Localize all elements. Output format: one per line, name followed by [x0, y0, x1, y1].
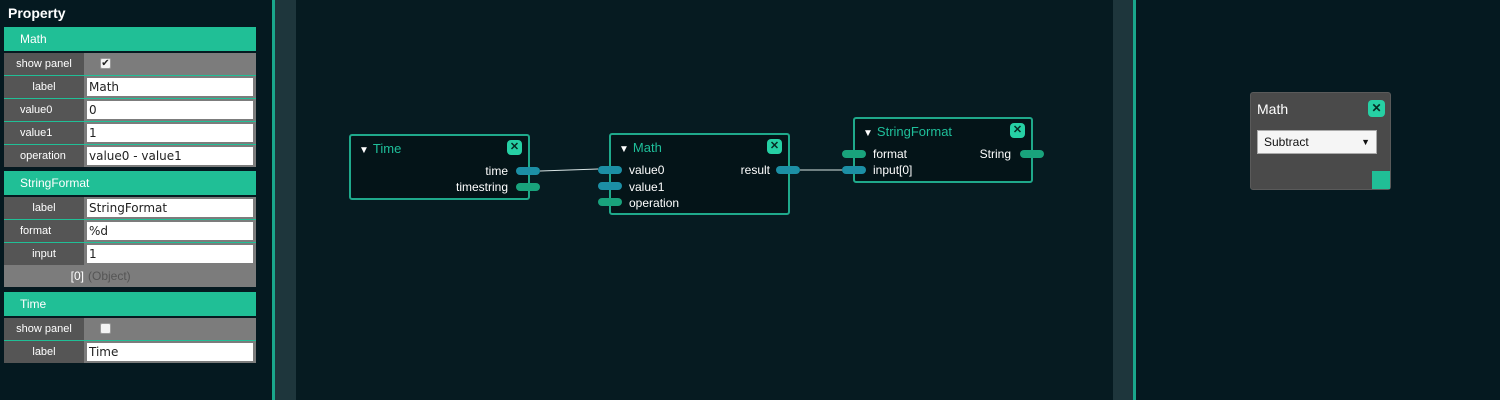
triangle-down-icon[interactable]: ▼ — [863, 128, 873, 139]
port-label-format: format — [873, 147, 908, 161]
prop-label: value1 — [4, 122, 84, 144]
panel-splitter-left[interactable] — [272, 0, 275, 400]
node-title[interactable]: ▼Math — [619, 140, 662, 155]
prop-row-sf-input: input 1 — [4, 243, 256, 265]
panel-splitter-right[interactable] — [1133, 0, 1136, 400]
operation-input[interactable]: value0 - value1 — [87, 147, 253, 165]
canvas-gutter-right — [1113, 0, 1133, 400]
operation-select[interactable]: Subtract ▼ — [1257, 130, 1377, 154]
prop-label: show panel — [4, 53, 84, 75]
close-x-icon[interactable]: ✕ — [1368, 100, 1385, 117]
prop-label: label — [4, 341, 84, 363]
node-title[interactable]: ▼Time — [359, 141, 402, 156]
prop-row-math-label: label Math — [4, 76, 256, 98]
input-input[interactable]: 1 — [87, 245, 253, 263]
format-input[interactable]: %d — [87, 222, 253, 240]
output-port-time[interactable] — [516, 167, 540, 175]
section-header-stringformat[interactable]: StringFormat — [4, 171, 256, 195]
section-header-math[interactable]: Math — [4, 27, 256, 51]
section-header-time[interactable]: Time — [4, 292, 256, 316]
port-label-operation: operation — [629, 196, 680, 210]
node-stringformat[interactable]: ▼StringFormat ✕ format input[0] String — [853, 117, 1033, 183]
prop-label: label — [4, 197, 84, 219]
prop-row-time-label: label Time — [4, 341, 256, 363]
property-panel-title: Property — [8, 5, 66, 21]
triangle-down-icon[interactable]: ▼ — [359, 145, 369, 156]
canvas-gutter-left — [275, 0, 296, 400]
node-math[interactable]: ▼Math ✕ value0 value1 operation result — [609, 133, 790, 215]
label-input[interactable]: StringFormat — [87, 199, 253, 217]
prop-label: value0 — [4, 99, 84, 121]
prop-row-sf-input-object: [0] (Object) — [4, 265, 256, 287]
node-time[interactable]: ▼Time ✕ time timestring — [349, 134, 530, 200]
input-port-value1[interactable] — [598, 182, 622, 190]
prop-row-math-show-panel: show panel ✔ — [4, 53, 256, 75]
value1-input[interactable]: 1 — [87, 124, 253, 142]
prop-row-math-operation: operation value0 - value1 — [4, 145, 256, 167]
prop-row-time-show-panel: show panel — [4, 318, 256, 340]
prop-row-math-value0: value0 0 — [4, 99, 256, 121]
output-port-string[interactable] — [1020, 150, 1044, 158]
prop-row-math-value1: value1 1 — [4, 122, 256, 144]
resize-handle[interactable] — [1372, 171, 1390, 189]
label-input[interactable]: Math — [87, 78, 253, 96]
input-port-value0[interactable] — [598, 166, 622, 174]
port-label-string: String — [979, 147, 1011, 161]
port-label-value0: value0 — [629, 163, 665, 177]
prop-label: label — [4, 76, 84, 98]
output-port-timestring[interactable] — [516, 183, 540, 191]
port-label-time: time — [485, 164, 508, 178]
close-x-icon[interactable]: ✕ — [767, 139, 782, 154]
prop-label: input — [4, 243, 84, 265]
prop-label: operation — [4, 145, 84, 167]
triangle-down-icon: ▼ — [1361, 137, 1370, 147]
input-port-format[interactable] — [842, 150, 866, 158]
port-label-timestring: timestring — [455, 180, 508, 194]
port-label-value1: value1 — [629, 180, 665, 194]
prop-label: show panel — [4, 318, 84, 340]
prop-row-sf-format: format %d — [4, 220, 256, 242]
triangle-down-icon[interactable]: ▼ — [619, 144, 629, 155]
prop-row-sf-label: label StringFormat — [4, 197, 256, 219]
node-title[interactable]: ▼StringFormat — [863, 124, 953, 139]
prop-label: format — [4, 220, 84, 242]
port-label-input0: input[0] — [873, 163, 913, 177]
panel-title: Math — [1257, 101, 1289, 117]
close-x-icon[interactable]: ✕ — [507, 140, 522, 155]
connection-time-value0[interactable] — [539, 168, 599, 172]
show-panel-checkbox[interactable] — [100, 323, 111, 334]
operation-select-value: Subtract — [1264, 135, 1309, 149]
output-port-result[interactable] — [776, 166, 800, 174]
input-index: [0] — [70, 269, 84, 283]
input-port-input0[interactable] — [842, 166, 866, 174]
close-x-icon[interactable]: ✕ — [1010, 123, 1025, 138]
value0-input[interactable]: 0 — [87, 101, 253, 119]
port-label-result: result — [740, 163, 770, 177]
input-object-type: (Object) — [88, 269, 131, 283]
check-icon: ✔ — [101, 58, 110, 69]
show-panel-checkbox[interactable]: ✔ — [100, 58, 111, 69]
label-input[interactable]: Time — [87, 343, 253, 361]
input-port-operation[interactable] — [598, 198, 622, 206]
math-node-panel[interactable]: Math ✕ Subtract ▼ — [1250, 92, 1391, 190]
